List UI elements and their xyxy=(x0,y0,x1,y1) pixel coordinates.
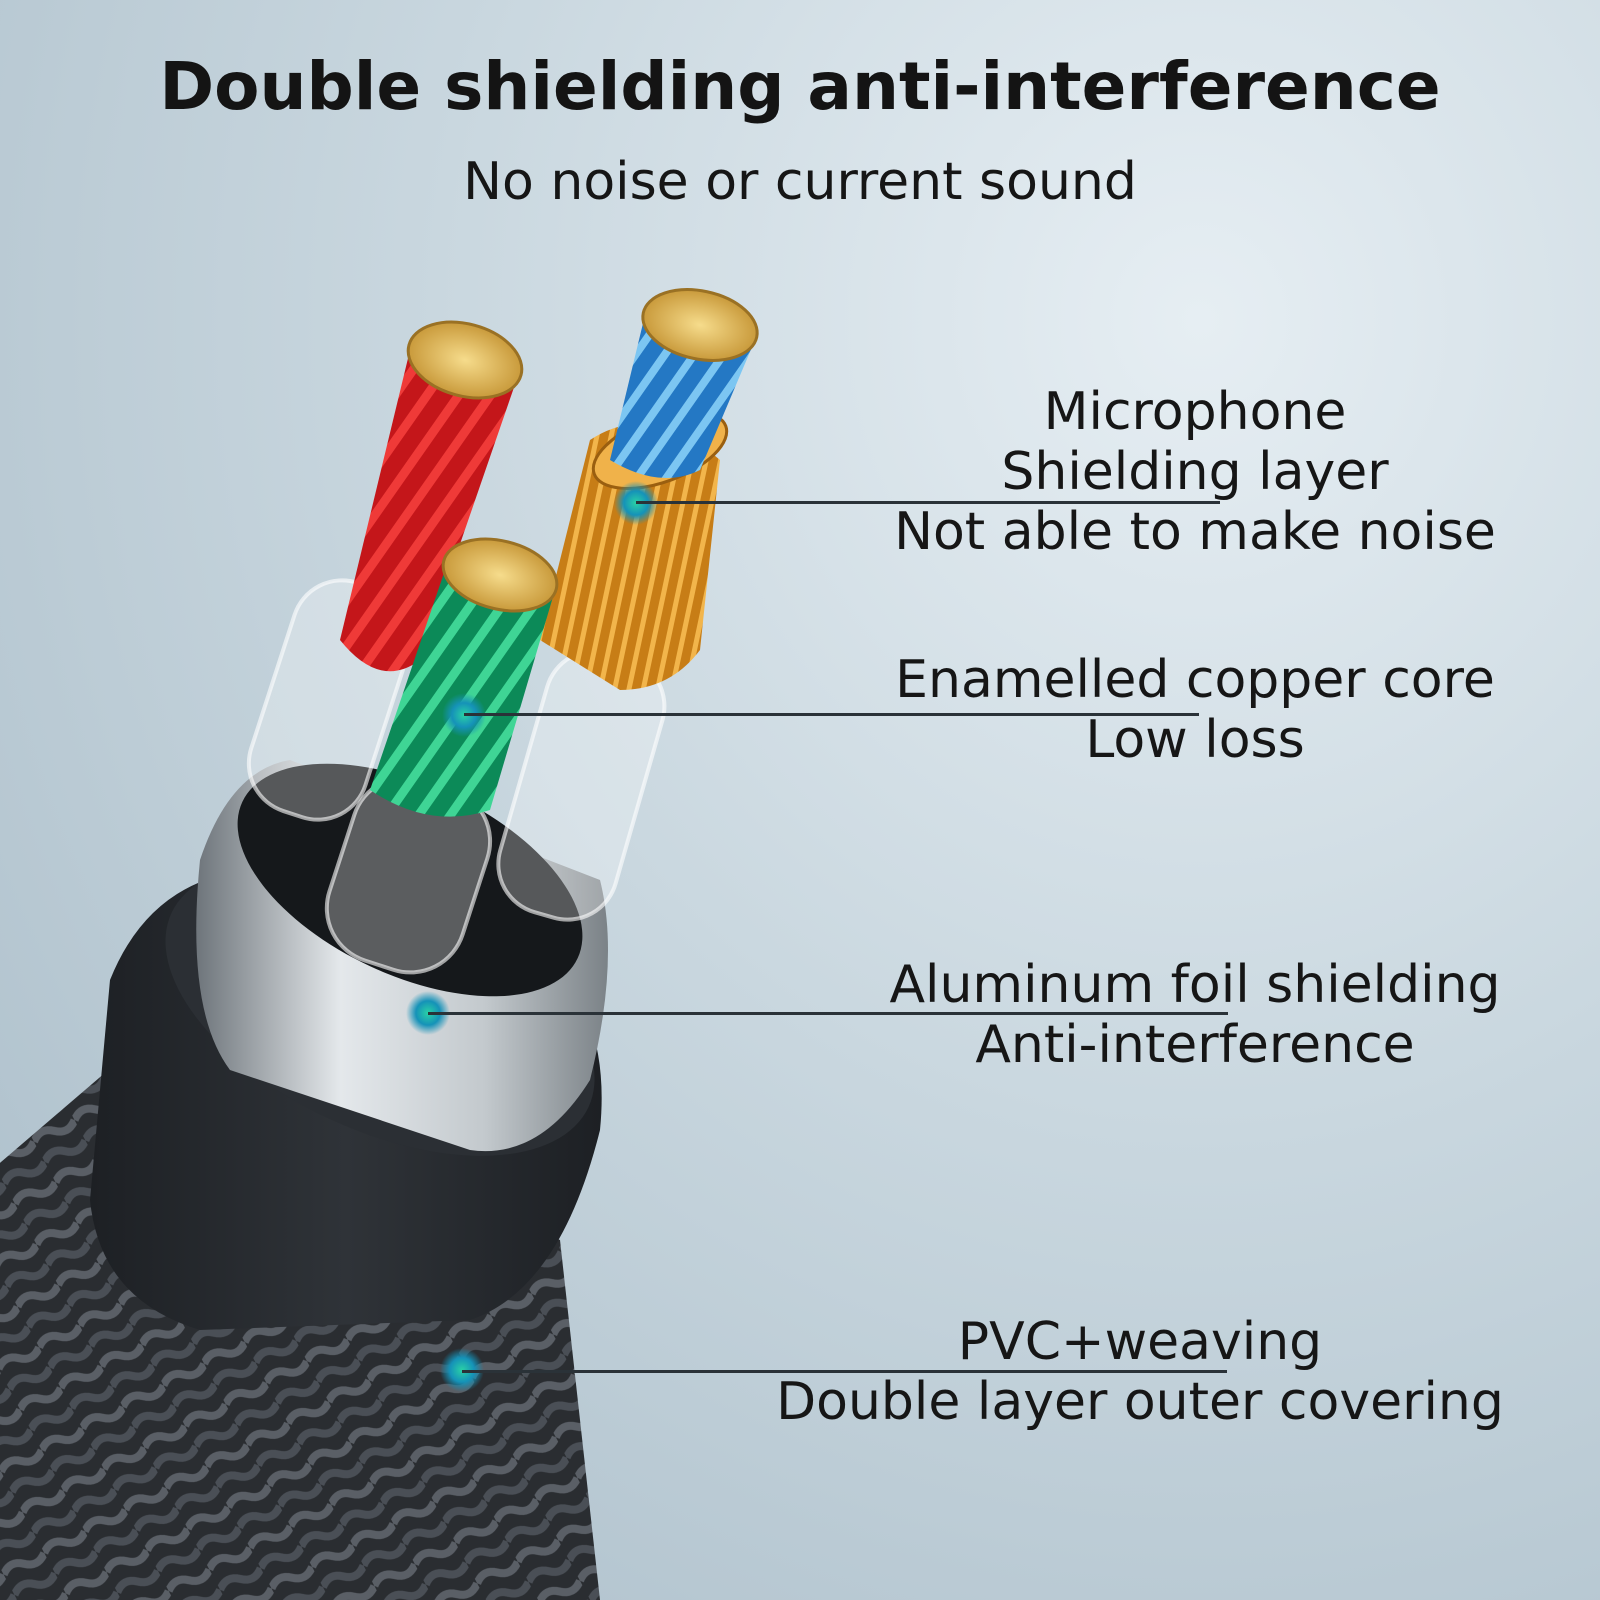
callout-foil-line1: Aluminum foil shielding xyxy=(889,955,1501,1015)
leader-line-copper xyxy=(464,713,1199,716)
leader-line-braid xyxy=(462,1370,1227,1373)
red-core xyxy=(340,350,520,672)
callout-pvc-line2: Double layer outer covering xyxy=(776,1372,1504,1432)
callout-aluminum-foil: Aluminum foil shielding Anti-interferenc… xyxy=(870,955,1520,1075)
callout-pvc-weaving: PVC+weaving Double layer outer covering xyxy=(760,1312,1520,1432)
callout-copper-line1: Enamelled copper core xyxy=(895,650,1495,710)
leader-line-foil xyxy=(428,1012,1228,1015)
callout-shielding-layer: Microphone Shielding layer Not able to m… xyxy=(870,382,1520,562)
page-subtitle: No noise or current sound xyxy=(463,152,1137,212)
callout-foil-line2: Anti-interference xyxy=(975,1015,1415,1075)
callout-copper-line2: Low loss xyxy=(1085,710,1305,770)
callout-copper-core: Enamelled copper core Low loss xyxy=(870,650,1520,770)
callout-shielding-line2: Shielding layer xyxy=(1001,442,1389,502)
callout-pvc-line1: PVC+weaving xyxy=(957,1312,1323,1372)
page-title: Double shielding anti-interference xyxy=(159,48,1441,125)
leader-line-shielding xyxy=(636,501,1220,504)
callout-shielding-line1: Microphone xyxy=(1043,382,1347,442)
gold-shield-strands xyxy=(540,424,720,690)
callout-shielding-line3: Not able to make noise xyxy=(894,502,1496,562)
